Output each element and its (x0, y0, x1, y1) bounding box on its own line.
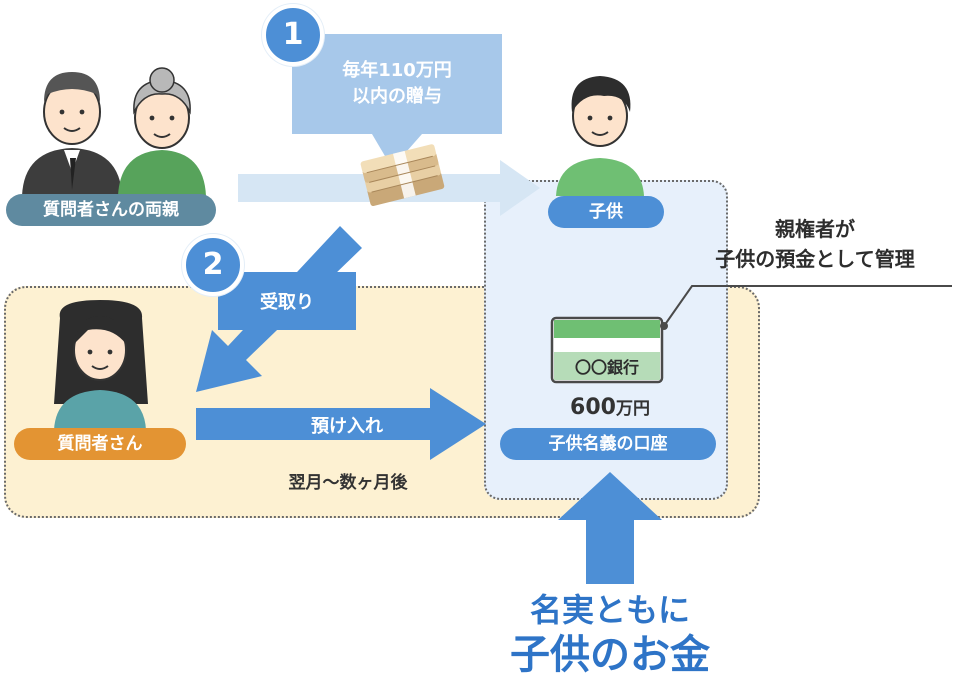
gift-text: 毎年110万円 以内の贈与 (292, 58, 502, 110)
guardian-note-line2: 子供の預金として管理 (715, 247, 915, 271)
child-label: 子供 (548, 196, 664, 228)
asker-label: 質問者さん (14, 428, 186, 460)
amount-number: 600 (570, 395, 616, 420)
conclusion: 名実ともに 子供のお金 (460, 590, 760, 680)
guardian-note: 親権者が 子供の預金として管理 (680, 214, 950, 274)
gift-amount: 毎年110万円 (342, 60, 452, 81)
account-label: 子供名義の口座 (500, 428, 716, 460)
deposit-timing: 翌月〜数ヶ月後 (288, 473, 408, 493)
step-1-badge: 1 (262, 4, 324, 66)
receive-label: 受取り (260, 292, 314, 313)
deposit-label: 預け入れ (311, 416, 383, 437)
conclusion-line2: 子供のお金 (510, 632, 710, 678)
bank-name: 〇〇銀行 (574, 358, 639, 377)
guardian-note-line1: 親権者が (775, 217, 855, 241)
step-2-badge: 2 (182, 234, 244, 296)
gift-limit: 以内の贈与 (352, 86, 442, 107)
account-amount: 600万円 (540, 394, 680, 420)
conclusion-line1: 名実ともに (529, 591, 690, 629)
amount-unit: 万円 (615, 399, 650, 419)
parents-label: 質問者さんの両親 (6, 194, 216, 226)
